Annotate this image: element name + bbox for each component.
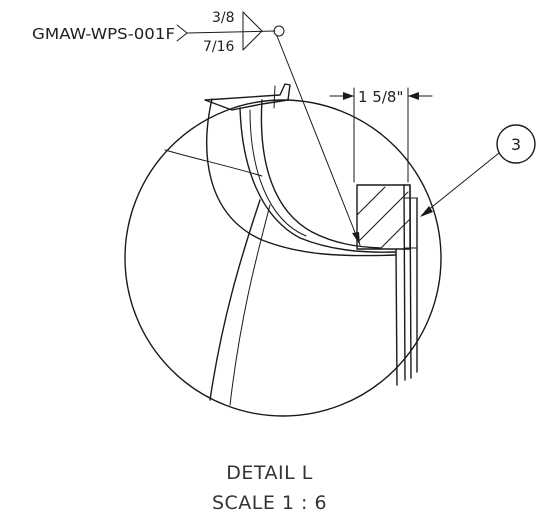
item-balloon-circle — [496, 124, 536, 164]
shell-outer-arc — [205, 98, 397, 257]
lower-body-curve — [209, 199, 261, 401]
weld-tail — [176, 24, 188, 42]
item-balloon-arrowhead — [420, 206, 433, 217]
detail-boundary-circle — [124, 99, 442, 417]
dimension-arrow-right-icon — [408, 92, 419, 100]
item-balloon-leader — [421, 152, 500, 216]
detail-title: DETAIL L — [226, 462, 313, 484]
shell-thickness-line — [249, 109, 307, 237]
wall-line-1 — [395, 249, 398, 386]
dimension-arrow-left-icon — [343, 92, 354, 100]
weld-symbol: GMAW-WPS-001F 3/8 7/16 — [32, 10, 361, 246]
item-balloon-number: 3 — [511, 135, 521, 154]
weld-reference-line — [186, 30, 276, 34]
shell-inner-arc-1 — [239, 107, 397, 253]
weld-leader-arrowhead — [352, 232, 360, 245]
wall-line-3 — [409, 184, 412, 379]
lower-body-inner-curve — [229, 204, 271, 406]
item-balloon: 3 — [420, 124, 536, 217]
detail-view — [124, 83, 442, 417]
top-flange-edge — [273, 85, 276, 109]
weld-leader-line — [276, 35, 361, 246]
weld-wps-label: GMAW-WPS-001F — [32, 25, 175, 43]
ring-block-hatch-1 — [356, 186, 386, 216]
weld-size-bottom: 7/16 — [203, 39, 235, 55]
top-flange — [204, 83, 291, 111]
dimension-value: 1 5/8" — [358, 88, 403, 106]
shell-inner-arc-2 — [260, 99, 381, 249]
head-fold-line — [164, 149, 263, 177]
ring-block-hatch-2 — [359, 191, 409, 241]
ring-block-hatch-3 — [379, 218, 411, 250]
fillet-weld-symbol — [242, 11, 263, 51]
dimension-width: 1 5/8" — [329, 87, 433, 183]
detail-scale: SCALE 1 : 6 — [211, 492, 328, 514]
wall-line-2 — [403, 184, 406, 381]
weld-size-top: 3/8 — [212, 10, 235, 26]
weld-all-around-icon — [273, 25, 285, 37]
